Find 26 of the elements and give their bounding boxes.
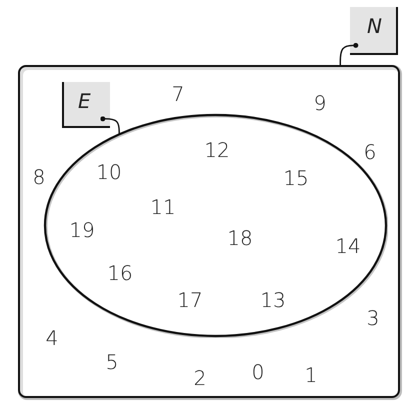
set-element-number: 10	[96, 162, 122, 182]
set-element-number: 19	[69, 220, 95, 240]
set-element-number: 12	[204, 140, 230, 160]
set-element-number: 15	[283, 168, 309, 188]
set-element-number: 1	[304, 365, 318, 385]
set-element-number: 6	[364, 142, 376, 162]
set-label-tag	[62, 82, 110, 128]
set-element-number: 17	[177, 290, 203, 310]
set-element-number: 5	[106, 352, 118, 372]
set-name: E	[78, 89, 91, 113]
set-element-number: 18	[227, 228, 253, 248]
set-element-number: 13	[260, 290, 286, 310]
set-element-number: 11	[150, 197, 176, 217]
set-element-number: 9	[314, 93, 326, 113]
universal-set-rectangle	[18, 65, 400, 398]
set-label-tag	[350, 7, 398, 55]
set-element-number: 7	[172, 84, 184, 104]
set-name: N	[367, 14, 382, 38]
set-element-number: 2	[194, 368, 206, 388]
leader-line	[340, 42, 358, 65]
set-element-number: 8	[32, 167, 46, 187]
set-element-number: 16	[107, 263, 133, 283]
set-element-number: 0	[252, 362, 264, 382]
set-element-number: 14	[335, 236, 361, 256]
set-element-number: 3	[366, 308, 380, 328]
set-element-number: 4	[46, 328, 58, 348]
